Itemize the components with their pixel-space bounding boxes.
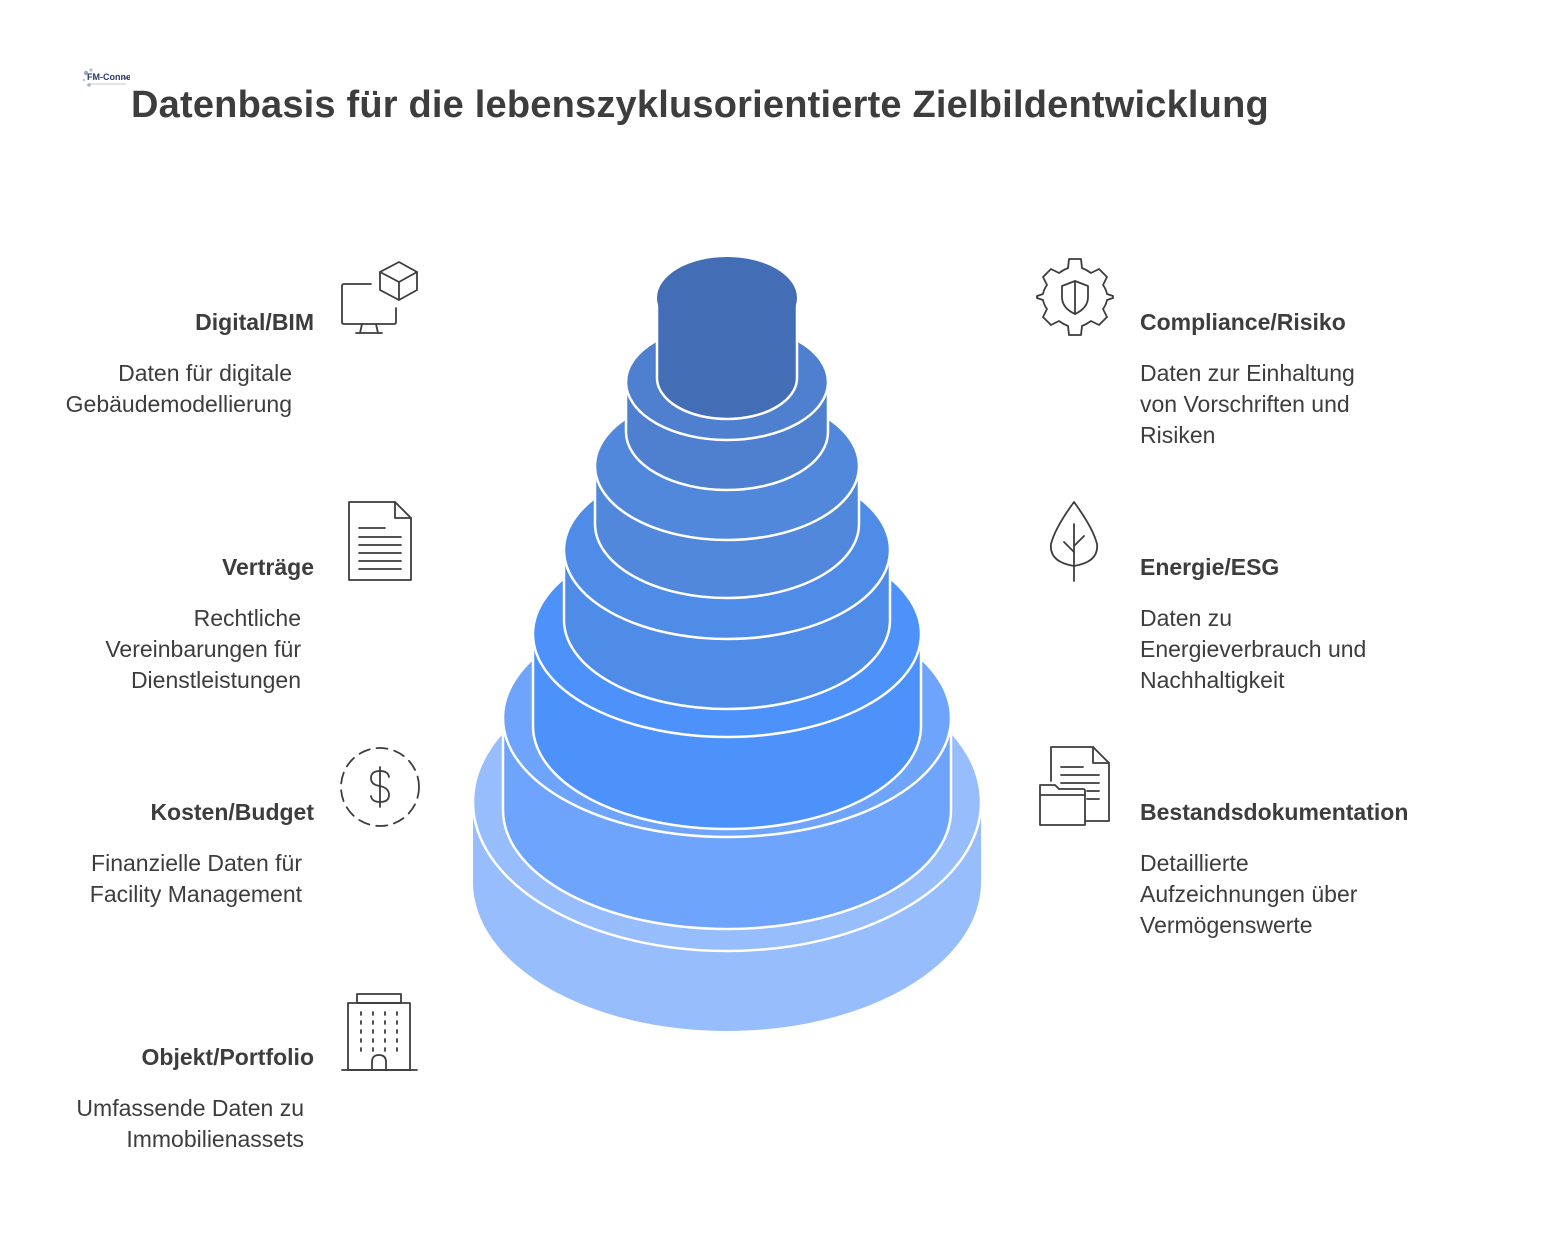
leaf-drop-icon [1047, 500, 1101, 584]
item-description-compliance-risiko: Daten zur Einhaltung von Vorschriften un… [1140, 360, 1355, 448]
item-title-vertraege: Verträge [221, 554, 314, 580]
item-title-energie-esg: Energie/ESG [1140, 554, 1280, 580]
item-description-objekt-portfolio: Umfassende Daten zu Immobilienassets [76, 1095, 304, 1152]
cylinder-layer-1 [655, 257, 799, 421]
item-title-kosten-budget: Kosten/Budget [150, 799, 314, 825]
item-description-digital-bim: Daten für digitale Gebäudemodellierung [65, 360, 292, 417]
computer-cube-icon [338, 258, 422, 338]
dollar-icon [338, 745, 422, 829]
document-icon [345, 500, 415, 584]
building-icon [341, 992, 419, 1074]
item-title-digital-bim: Digital/BIM [195, 309, 314, 335]
svg-text:.com: .com [122, 75, 130, 80]
item-description-vertraege: Rechtliche Vereinbarungen für Dienstleis… [105, 605, 301, 693]
page-title: Datenbasis für die lebenszyklusorientier… [131, 84, 1269, 126]
item-description-bestandsdokumentation: Detaillierte Aufzeichnungen über Vermöge… [1140, 850, 1358, 938]
item-description-energie-esg: Daten zu Energieverbrauch und Nachhaltig… [1140, 605, 1367, 693]
logo: FM-Connect .com [80, 66, 139, 92]
item-title-compliance-risiko: Compliance/Risiko [1140, 309, 1346, 335]
svg-text:FM-Connect: FM-Connect [87, 72, 130, 82]
gear-shield-icon [1034, 256, 1116, 338]
folder-document-icon [1037, 745, 1113, 829]
item-description-kosten-budget: Finanzielle Daten für Facility Managemen… [89, 850, 302, 907]
item-title-bestandsdokumentation: Bestandsdokumentation [1140, 799, 1409, 825]
item-title-objekt-portfolio: Objekt/Portfolio [141, 1044, 315, 1070]
